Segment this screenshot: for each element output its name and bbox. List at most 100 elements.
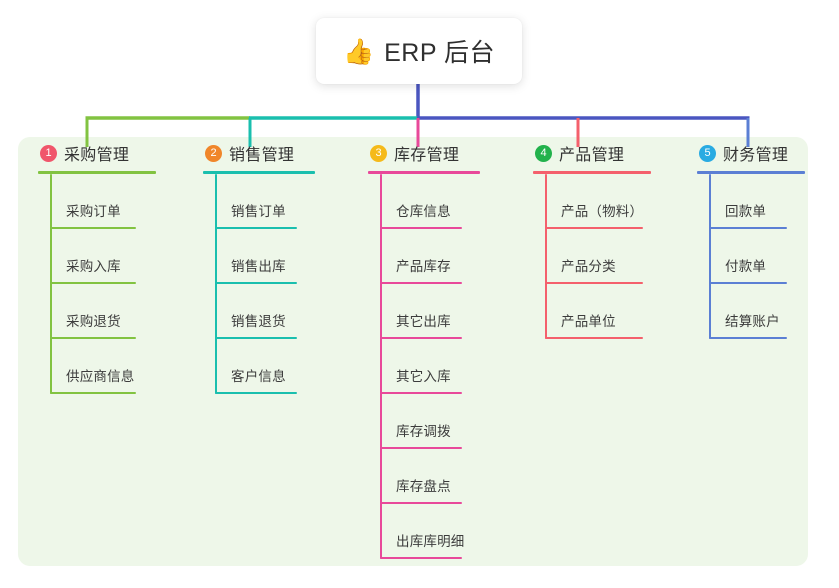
branch-item-label: 产品库存 (396, 259, 451, 274)
branch-spine (545, 174, 547, 339)
branch-item-underline (50, 392, 136, 394)
branch-number-badge: 4 (535, 144, 552, 162)
root-node[interactable]: 👍 ERP 后台 (316, 18, 522, 84)
branch-item-label: 库存盘点 (396, 479, 451, 494)
branch-number-badge: 1 (40, 144, 57, 162)
branch-item-underline (545, 227, 643, 229)
branch-underline (697, 171, 805, 174)
branch-column-1: 1 采购管理采购订单采购入库采购退货供应商信息 (38, 137, 156, 394)
branch-item-underline (50, 282, 136, 284)
branch-item-label: 销售出库 (231, 259, 286, 274)
branch-underline (38, 171, 156, 174)
branch-column-2: 2 销售管理销售订单销售出库销售退货客户信息 (203, 137, 315, 394)
branch-title: 产品管理 (559, 147, 625, 164)
branch-item[interactable]: 产品库存 (380, 229, 480, 284)
branch-item[interactable]: 仓库信息 (380, 174, 480, 229)
branch-header-1[interactable]: 1 采购管理 (38, 137, 156, 169)
branch-item-label: 采购入库 (66, 259, 121, 274)
branch-item-list: 采购订单采购入库采购退货供应商信息 (50, 174, 156, 394)
branch-item-label: 客户信息 (231, 369, 286, 384)
branch-item[interactable]: 销售订单 (215, 174, 315, 229)
branch-item[interactable]: 库存调拨 (380, 394, 480, 449)
branch-title: 销售管理 (229, 147, 295, 164)
branch-item-label: 其它出库 (396, 314, 451, 329)
branch-item-label: 产品分类 (561, 259, 616, 274)
branch-item[interactable]: 产品分类 (545, 229, 651, 284)
branch-item[interactable]: 采购订单 (50, 174, 156, 229)
branch-number-badge: 2 (205, 144, 222, 162)
branch-item-underline (50, 337, 136, 339)
branch-item-label: 库存调拨 (396, 424, 451, 439)
branch-item[interactable]: 采购入库 (50, 229, 156, 284)
branch-item-label: 销售退货 (231, 314, 286, 329)
branch-spine (50, 174, 52, 394)
branch-item-underline (215, 337, 297, 339)
branch-item-underline (215, 282, 297, 284)
branch-item-underline (380, 227, 462, 229)
branch-item-label: 仓库信息 (396, 204, 451, 219)
branch-item[interactable]: 产品单位 (545, 284, 651, 339)
branch-item-underline (545, 337, 643, 339)
branch-item-list: 回款单付款单结算账户 (709, 174, 805, 339)
branch-underline (533, 171, 651, 174)
branch-item-label: 结算账户 (725, 314, 780, 329)
branch-item-underline (380, 282, 462, 284)
branch-item-label: 采购退货 (66, 314, 121, 329)
branch-number-badge: 5 (699, 144, 716, 162)
branch-item-label: 产品单位 (561, 314, 616, 329)
branch-item-label: 供应商信息 (66, 369, 135, 384)
branch-item[interactable]: 销售出库 (215, 229, 315, 284)
branch-column-4: 4 产品管理产品（物料） 产品分类产品单位 (533, 137, 651, 339)
branch-item-list: 产品（物料） 产品分类产品单位 (545, 174, 651, 339)
branch-item[interactable]: 供应商信息 (50, 339, 156, 394)
branch-item-label: 付款单 (725, 259, 767, 274)
branch-spine (215, 174, 217, 394)
branch-item-underline (380, 392, 462, 394)
branch-title: 财务管理 (723, 147, 789, 164)
branch-item[interactable]: 其它出库 (380, 284, 480, 339)
branch-item-label: 其它入库 (396, 369, 451, 384)
branch-item[interactable]: 产品（物料） (545, 174, 651, 229)
branch-underline (368, 171, 480, 174)
branch-header-4[interactable]: 4 产品管理 (533, 137, 651, 169)
branch-item[interactable]: 付款单 (709, 229, 805, 284)
branch-columns: 1 采购管理采购订单采购入库采购退货供应商信息 2 销售管理销售订单销售出库销售退货客… (0, 137, 839, 566)
branch-item-underline (215, 392, 297, 394)
branch-header-2[interactable]: 2 销售管理 (203, 137, 315, 169)
branch-underline (203, 171, 315, 174)
branch-item[interactable]: 客户信息 (215, 339, 315, 394)
thumbs-up-icon: 👍 (342, 36, 375, 66)
branch-item-underline (709, 337, 787, 339)
branch-item-underline (380, 337, 462, 339)
branch-number-badge: 3 (370, 144, 387, 162)
branch-item[interactable]: 采购退货 (50, 284, 156, 339)
branch-item[interactable]: 库存盘点 (380, 449, 480, 504)
branch-item-list: 仓库信息产品库存其它出库其它入库库存调拨库存盘点出库库明细 (380, 174, 480, 559)
branch-item[interactable]: 其它入库 (380, 339, 480, 394)
branch-title: 采购管理 (64, 147, 130, 164)
branch-spine (709, 174, 711, 339)
branch-item-underline (709, 227, 787, 229)
branch-item-underline (380, 502, 462, 504)
branch-item[interactable]: 结算账户 (709, 284, 805, 339)
branch-item[interactable]: 出库库明细 (380, 504, 480, 559)
root-node-label: ERP 后台 (384, 39, 496, 67)
branch-spine (380, 174, 382, 559)
branch-item-label: 销售订单 (231, 204, 286, 219)
branch-item-underline (50, 227, 136, 229)
branch-item-label: 出库库明细 (396, 534, 465, 549)
branch-item-underline (215, 227, 297, 229)
branch-item[interactable]: 回款单 (709, 174, 805, 229)
branch-item[interactable]: 销售退货 (215, 284, 315, 339)
branch-header-5[interactable]: 5 财务管理 (697, 137, 805, 169)
branch-item-underline (380, 557, 462, 559)
branch-item-label: 回款单 (725, 204, 767, 219)
branch-column-5: 5 财务管理回款单付款单结算账户 (697, 137, 805, 339)
branch-item-label: 产品（物料） (561, 204, 644, 219)
branch-item-underline (709, 282, 787, 284)
branch-item-list: 销售订单销售出库销售退货客户信息 (215, 174, 315, 394)
diagram-background-panel (18, 137, 808, 566)
